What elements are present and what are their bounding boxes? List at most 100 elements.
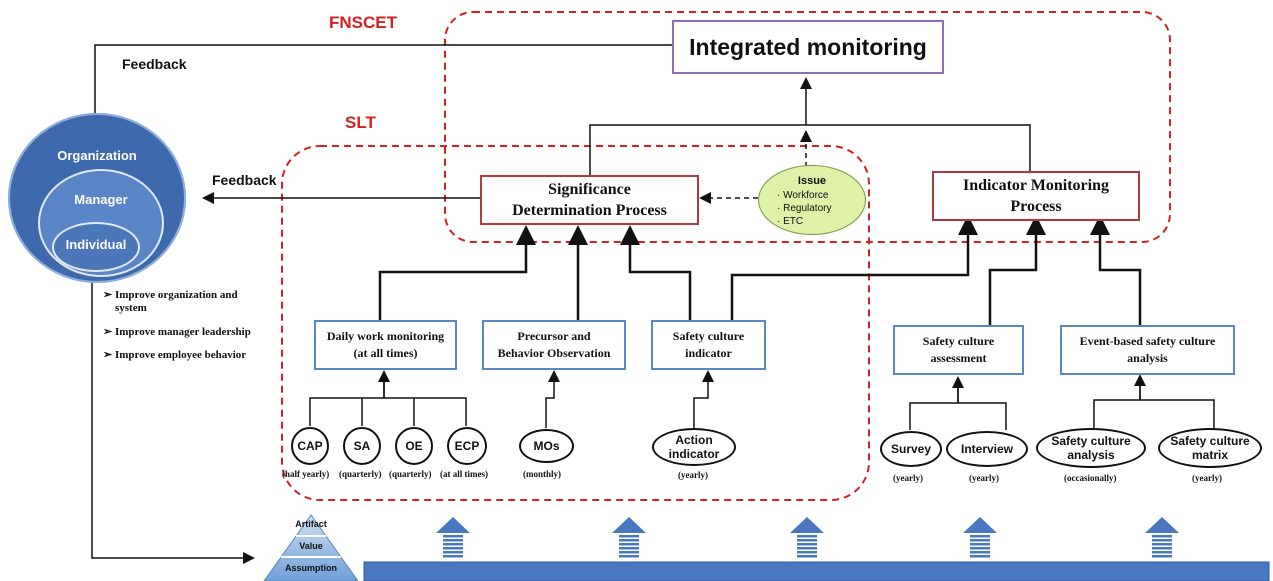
imp-line-2: Process xyxy=(1010,198,1062,215)
oval-survey: Survey xyxy=(880,431,942,467)
oval-interview: Interview xyxy=(946,431,1028,467)
imp-line-1: Indicator Monitoring xyxy=(963,177,1109,194)
issue-ellipse: Issue · Workforce · Regulatory · ETC xyxy=(758,165,866,235)
oval-label: SA xyxy=(353,439,371,453)
connector-sci-sdp xyxy=(620,225,692,320)
oval-ecp: ECP xyxy=(447,427,487,465)
issue-title: Issue xyxy=(797,175,827,187)
connector-daily-sdp xyxy=(378,225,536,320)
slt-region xyxy=(281,145,870,501)
arrow-bullet-icon: ➢ xyxy=(103,349,113,361)
striped-up-arrow-icon xyxy=(963,517,997,558)
pyramid-value-label: Value xyxy=(299,541,323,551)
freq-label: (half yearly) xyxy=(282,469,330,479)
oval-label: CAP xyxy=(297,439,323,453)
oval-oe: OE xyxy=(395,427,433,465)
oval-label: Safety culture analysis xyxy=(1051,434,1131,462)
arrow-bullet-icon: ➢ xyxy=(103,326,113,338)
safety-culture-assessment-box: Safety culture assessment xyxy=(893,325,1024,375)
oval-mos: MOs xyxy=(519,429,574,463)
oval-label: ECP xyxy=(454,439,480,453)
oval-safety-culture-analysis: Safety culture analysis xyxy=(1036,428,1146,468)
improvement-text: Improve organization and xyxy=(114,289,238,301)
event-based-analysis-box: Event-based safety culture analysis xyxy=(1060,325,1235,375)
arrow-bullet-icon: ➢ xyxy=(103,289,113,301)
imp-box: Indicator Monitoring Process xyxy=(932,171,1140,221)
tree-action xyxy=(693,370,714,428)
freq-label: (quarterly) xyxy=(389,469,432,479)
box-line: assessment xyxy=(930,351,987,365)
improvement-text: Improve employee behavior xyxy=(114,349,247,361)
striped-up-arrow-icon xyxy=(790,517,824,558)
fnscet-region xyxy=(444,11,1171,243)
individual-label: Individual xyxy=(65,237,127,252)
freq-label: (monthly) xyxy=(523,469,561,479)
freq-label: (yearly) xyxy=(893,473,923,483)
box-line: Behavior Observation xyxy=(497,346,611,360)
oval-action-indicator: Action indicator xyxy=(652,428,736,466)
connector-event-imp xyxy=(1090,215,1142,325)
oval-safety-culture-matrix: Safety culture matrix xyxy=(1158,428,1262,468)
improvement-text: Improve manager leadership xyxy=(114,326,251,338)
tree-mos xyxy=(545,370,560,428)
improvement-item: ➢ Improve employee behavior xyxy=(103,349,246,362)
sdp-line-1: Significance xyxy=(548,181,631,198)
box-line: analysis xyxy=(1127,351,1168,365)
issue-item: · Workforce xyxy=(777,190,829,201)
tree-daily xyxy=(309,372,467,426)
box-line: Safety culture xyxy=(672,329,745,343)
tree-event xyxy=(1093,376,1215,428)
sdp-line-2: Determination Process xyxy=(512,202,667,219)
connector-sci-imp xyxy=(730,215,978,320)
box-line: Safety culture xyxy=(922,334,995,348)
oval-label: Action indicator xyxy=(668,433,720,461)
improvement-item: ➢ Improve organization and system xyxy=(103,289,238,315)
slt-label: SLT xyxy=(345,113,376,132)
box-line: indicator xyxy=(685,346,732,360)
oval-label: OE xyxy=(405,439,423,453)
pyramid-artifact-label: Artifact xyxy=(295,519,327,529)
individual-circle xyxy=(52,222,140,272)
freq-label: (occasionally) xyxy=(1064,473,1117,483)
freq-label: (yearly) xyxy=(678,470,708,480)
oval-label: MOs xyxy=(533,439,560,453)
oval-sa: SA xyxy=(343,427,381,465)
fnscet-label: FNSCET xyxy=(329,13,397,32)
box-line: (at all times) xyxy=(353,346,418,360)
culture-bar xyxy=(363,561,1270,581)
feedback-top-connector xyxy=(89,44,672,131)
freq-label: (yearly) xyxy=(1192,473,1222,483)
organization-label: Organization xyxy=(57,148,137,163)
improvement-text: system xyxy=(115,302,147,314)
pyramid-assumption-label: Assumption xyxy=(284,563,337,573)
freq-label: (yearly) xyxy=(969,473,999,483)
issue-item: · ETC xyxy=(777,216,804,227)
striped-up-arrow-icon xyxy=(612,517,646,558)
connector-sca-imp xyxy=(988,215,1046,325)
box-line: Event-based safety culture xyxy=(1079,334,1216,348)
feedback-top-label: Feedback xyxy=(122,56,187,72)
culture-connector xyxy=(91,283,255,564)
box-line: Daily work monitoring xyxy=(326,329,445,343)
improvement-item: ➢ Improve manager leadership xyxy=(103,326,251,339)
sdp-box: Significance Determination Process xyxy=(480,175,699,225)
oval-label: Safety culture matrix xyxy=(1170,434,1250,462)
freq-label: (quarterly) xyxy=(339,469,382,479)
culture-pyramid xyxy=(263,514,359,581)
manager-label: Manager xyxy=(74,192,128,207)
oval-cap: CAP xyxy=(291,427,329,465)
oval-label: Survey xyxy=(890,442,932,456)
freq-label: (at all times) xyxy=(440,469,488,479)
integrated-monitoring-box: Integrated monitoring xyxy=(672,20,944,74)
striped-up-arrow-icon xyxy=(1145,517,1179,558)
feedback-mid-label: Feedback xyxy=(212,172,277,188)
striped-up-arrow-icon xyxy=(436,517,470,558)
precursor-box: Precursor and Behavior Observation xyxy=(482,320,626,370)
daily-work-monitoring-box: Daily work monitoring (at all times) xyxy=(314,320,457,370)
safety-culture-indicator-box: Safety culture indicator xyxy=(651,320,766,370)
integrated-monitoring-label: Integrated monitoring xyxy=(689,33,927,60)
connector-sdp-imp-up xyxy=(589,124,1031,175)
issue-item: · Regulatory xyxy=(777,203,832,214)
box-line: Precursor and xyxy=(517,329,591,343)
